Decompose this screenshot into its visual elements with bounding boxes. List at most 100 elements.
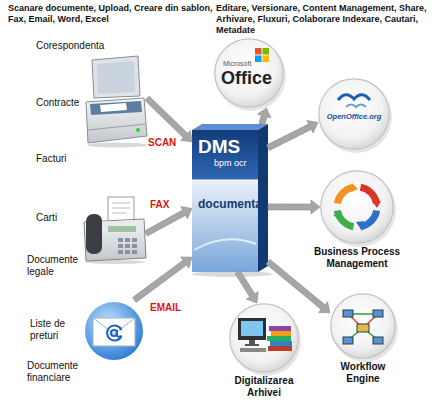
circle-outline [330, 293, 396, 359]
fax-icon [132, 244, 137, 248]
archive-icon [238, 318, 292, 352]
circle-outline [230, 304, 298, 372]
fax-icon [118, 244, 123, 248]
workflow-icon [343, 310, 383, 344]
openoffice-logo [338, 95, 370, 100]
document-type: Corespondenta [36, 40, 104, 52]
workflow-icon [343, 337, 353, 344]
channel-label: EMAIL [150, 302, 181, 314]
fax-icon [112, 203, 130, 204]
dms-box [192, 124, 268, 130]
product-title: DMS [198, 136, 240, 158]
circle-backgrounds [318, 78, 390, 150]
office-logo [263, 56, 270, 63]
brand-name: OpenOffice.org [318, 112, 390, 121]
archive-icon [271, 331, 291, 336]
email-icon [107, 326, 121, 341]
dms-box [192, 180, 258, 181]
feature-heading: Scanare documente, Upload, Creare din sa… [8, 3, 213, 25]
circle-outline [320, 170, 394, 244]
bpm-cycle-icon [333, 212, 342, 220]
module-label: Digitalizarea Arhivei [228, 375, 300, 399]
office-logo [263, 48, 270, 55]
brand-name: Office [221, 68, 272, 88]
bpm-circle: Business Process Management [320, 170, 394, 244]
archive-icon [240, 348, 266, 352]
fax-icon [125, 244, 130, 248]
scanner-icon [92, 56, 140, 98]
circle-outline [229, 303, 299, 373]
archive-icon [269, 326, 291, 331]
archive-icon [267, 336, 291, 341]
document-type: Documente legale [27, 254, 81, 278]
bpm-cycle-icon [333, 183, 381, 231]
office-logo [255, 48, 262, 55]
bpm-cycle-icon [372, 201, 381, 208]
flow-arrow [145, 96, 192, 142]
openoffice-logo [338, 95, 370, 107]
dms-box [192, 124, 272, 277]
document-type: Contracte [36, 97, 79, 109]
fax-icon [132, 250, 137, 254]
archive-icon [268, 346, 292, 351]
workflow-icon [357, 324, 369, 332]
workflow-circle: Workflow Engine [330, 293, 396, 359]
module-label: Workflow Engine [328, 361, 398, 385]
circle-backgrounds [214, 38, 284, 108]
scanner-icon [86, 56, 147, 148]
email-icon [85, 302, 143, 360]
feature-heading: Editare, Versionare, Content Management,… [216, 3, 438, 36]
brand-small: Microsoft [223, 60, 251, 68]
dms-box: DMSbpm ocr documenta [192, 124, 268, 272]
fax-icon [125, 250, 130, 254]
scanner-icon [86, 98, 147, 143]
email-icon [93, 318, 135, 346]
dms-box [192, 180, 258, 272]
workflow-icon [373, 337, 383, 344]
email-icon [85, 302, 143, 360]
circle-backgrounds [229, 303, 299, 373]
workflow-icon [373, 310, 383, 317]
circle-outline [321, 171, 393, 243]
flow-arrow [235, 270, 258, 303]
product-name: documenta [198, 197, 262, 212]
document-type: Facturi [36, 153, 67, 165]
dms-box [194, 239, 256, 250]
bpm-cycle-icon [351, 183, 358, 192]
channel-label: SCAN [148, 137, 176, 149]
fax-icon [108, 226, 136, 232]
flow-arrow [268, 200, 320, 214]
product-subtitle: bpm ocr [214, 158, 247, 169]
fax-icon [86, 214, 102, 254]
scanner-node: SCAN [85, 55, 147, 147]
flow-arrow [133, 257, 193, 303]
archive-icon [245, 344, 259, 346]
fax-icon [112, 213, 126, 214]
scanner-icon [97, 61, 135, 94]
openoffice-circle: OpenOffice.org [318, 78, 390, 150]
fax-icon [125, 238, 130, 242]
scanner-icon [136, 128, 140, 132]
flow-arrow [267, 120, 318, 150]
fax-icon [112, 208, 130, 209]
archive-icon [270, 341, 292, 346]
scanner-icon [87, 143, 147, 148]
flow-arrow [266, 259, 330, 313]
fax-icon [118, 250, 123, 254]
workflow-icon [343, 310, 353, 317]
archive-icon [249, 340, 255, 344]
fax-icon [108, 197, 134, 222]
circle-outline [331, 294, 395, 358]
bpm-cycle-icon [356, 221, 364, 231]
dms-box [192, 130, 258, 180]
circle-outline [319, 79, 389, 149]
flow-arrow [145, 207, 192, 237]
office-logo [255, 56, 262, 63]
openoffice-logo [346, 105, 366, 108]
office-logo [255, 48, 269, 62]
fax-node: FAX [82, 195, 146, 265]
document-type: Liste de preturi [30, 318, 80, 342]
flow-arrow [258, 108, 271, 125]
office-circle: MicrosoftOffice [214, 38, 284, 108]
